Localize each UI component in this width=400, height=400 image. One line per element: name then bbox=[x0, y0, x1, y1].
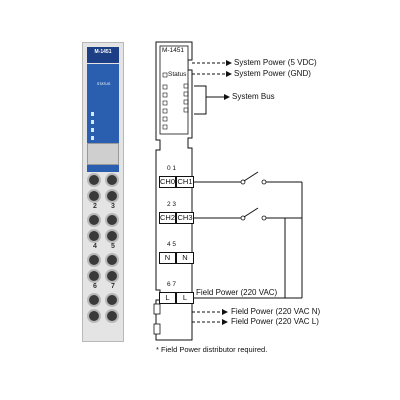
terminal-hole-icon bbox=[87, 213, 101, 227]
terminal-ch2: CH2 bbox=[159, 212, 176, 224]
terminal-l-2: L bbox=[176, 292, 194, 304]
terminal-hole-icon bbox=[87, 253, 101, 267]
switch-icon bbox=[243, 207, 259, 218]
led-icon bbox=[91, 112, 94, 116]
led-icon bbox=[162, 108, 168, 114]
arrow-right-icon bbox=[222, 309, 228, 315]
terminal-hole-icon bbox=[105, 293, 119, 307]
led-icon bbox=[162, 100, 168, 106]
module-photo-model: M-1451 bbox=[94, 49, 112, 55]
terminal-hole-icon bbox=[105, 213, 119, 227]
terminal-numbers: 6 7 bbox=[167, 281, 177, 288]
led-icon bbox=[162, 84, 168, 90]
led-icon bbox=[91, 136, 94, 140]
terminal-hole-icon bbox=[105, 189, 119, 203]
module-photo-header: M-1451 bbox=[87, 47, 119, 63]
led-icon bbox=[91, 120, 94, 124]
module-label-plate bbox=[159, 45, 189, 135]
system-power-5vdc-label: System Power (5 VDC) bbox=[234, 58, 317, 67]
photo-terminal-number: 7 bbox=[111, 283, 115, 290]
terminal-hole-icon bbox=[105, 173, 119, 187]
module-photo: M-1451 STATUS 2 3 4 5 6 7 bbox=[82, 42, 124, 342]
led-icon bbox=[162, 124, 168, 130]
terminal-hole-icon bbox=[87, 269, 101, 283]
switch-icon bbox=[243, 171, 259, 182]
terminal-hole-icon bbox=[87, 309, 101, 323]
photo-terminal-number: 5 bbox=[111, 243, 115, 250]
terminal-l-1: L bbox=[159, 292, 176, 304]
terminal-hole-icon bbox=[87, 189, 101, 203]
terminal-numbers: 2 3 bbox=[167, 201, 177, 208]
terminal-hole-icon bbox=[87, 293, 101, 307]
led-icon bbox=[162, 72, 168, 78]
system-bus-label: System Bus bbox=[232, 92, 275, 101]
terminal-ch0: CH0 bbox=[159, 176, 176, 188]
terminal-hole-icon bbox=[105, 309, 119, 323]
photo-terminal-number: 4 bbox=[93, 243, 97, 250]
arrow-right-icon bbox=[226, 71, 232, 77]
bus-contact-icon bbox=[183, 107, 189, 113]
photo-terminal-number: 6 bbox=[93, 283, 97, 290]
arrow-right-icon bbox=[224, 94, 230, 100]
arrow-right-icon bbox=[226, 60, 232, 66]
terminal-numbers: 4 5 bbox=[167, 241, 177, 248]
footnote: * Field Power distributor required. bbox=[156, 345, 268, 354]
terminal-hole-icon bbox=[87, 229, 101, 243]
terminal-n-2: N bbox=[176, 252, 194, 264]
bus-contact-icon bbox=[183, 99, 189, 105]
terminal-hole-icon bbox=[105, 269, 119, 283]
led-icon bbox=[162, 92, 168, 98]
field-power-label: Field Power (220 VAC) bbox=[196, 288, 278, 297]
module-status-label: Status bbox=[168, 71, 187, 78]
arrow-right-icon bbox=[222, 319, 228, 325]
module-photo-latch bbox=[87, 143, 119, 165]
terminal-hole-icon bbox=[105, 253, 119, 267]
system-bus-bracket bbox=[194, 85, 207, 115]
rail-notch bbox=[153, 323, 161, 335]
module-model-label: M-1451 bbox=[162, 47, 185, 54]
photo-terminal-number: 2 bbox=[93, 203, 97, 210]
terminal-ch3: CH3 bbox=[176, 212, 194, 224]
terminal-hole-icon bbox=[87, 173, 101, 187]
led-icon bbox=[91, 128, 94, 132]
switch-contact-icon bbox=[261, 215, 267, 221]
module-photo-status: STATUS bbox=[97, 82, 111, 86]
rail-notch bbox=[153, 303, 161, 315]
terminal-hole-icon bbox=[105, 229, 119, 243]
field-power-l-label: Field Power (220 VAC L) bbox=[231, 317, 319, 326]
system-power-gnd-label: System Power (GND) bbox=[234, 69, 311, 78]
bus-contact-icon bbox=[183, 83, 189, 89]
terminal-n-1: N bbox=[159, 252, 176, 264]
bus-contact-icon bbox=[183, 91, 189, 97]
photo-terminal-number: 3 bbox=[111, 203, 115, 210]
switch-contact-icon bbox=[261, 179, 267, 185]
terminal-numbers: 0 1 bbox=[167, 165, 177, 172]
terminal-ch1: CH1 bbox=[176, 176, 194, 188]
led-icon bbox=[162, 116, 168, 122]
field-power-n-label: Field Power (220 VAC N) bbox=[231, 307, 321, 316]
